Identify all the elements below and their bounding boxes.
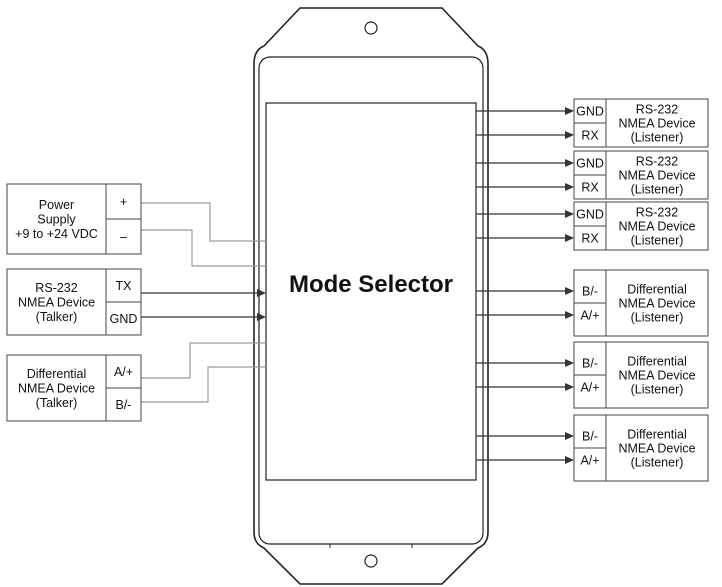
device-label-line: NMEA Device (618, 220, 695, 234)
device-label-line: (Listener) (631, 383, 684, 397)
arrow-icon (565, 131, 574, 139)
terminal-label: B/- (116, 398, 132, 412)
device-label-line: (Listener) (631, 183, 684, 197)
enclosure-inner (258, 56, 484, 545)
mounting-hole-bottom (364, 554, 378, 568)
mounting-hole-top (364, 21, 378, 35)
arrow-icon (565, 383, 574, 391)
terminal-label: + (120, 195, 127, 209)
arrow-icon (565, 107, 574, 115)
arrow-icon (565, 234, 574, 242)
arrow-tx-icon (257, 289, 266, 297)
device-label-line: Supply (37, 213, 76, 227)
terminal-label: TX (116, 279, 133, 293)
terminal-label: A/+ (580, 454, 599, 468)
arrow-icon (565, 183, 574, 191)
device-label-line: NMEA Device (618, 369, 695, 383)
terminal-label: GND (576, 105, 604, 119)
arrow-icon (565, 210, 574, 218)
arrow-icon (565, 159, 574, 167)
terminal-label: B/- (582, 357, 598, 371)
wire-power-minus (141, 229, 266, 267)
terminal-label: A/+ (114, 365, 133, 379)
device-label-line: (Listener) (631, 234, 684, 248)
wire-diff-a (141, 342, 266, 379)
device-label-line: NMEA Device (18, 382, 95, 396)
arrow-icon (565, 311, 574, 319)
device-label-line: RS-232 (636, 206, 678, 220)
mode-selector-title: Mode Selector (289, 271, 453, 298)
arrow-gnd-icon (257, 313, 266, 321)
device-label-line: (Listener) (631, 311, 684, 325)
device-label-line: RS-232 (35, 281, 77, 295)
arrow-icon (565, 287, 574, 295)
device-label-line: (Listener) (631, 456, 684, 470)
device-label-line: NMEA Device (618, 117, 695, 131)
arrow-icon (565, 359, 574, 367)
device-label-line: NMEA Device (18, 296, 95, 310)
wire-power-plus (141, 202, 266, 242)
terminal-label: B/- (582, 430, 598, 444)
device-label-line: Power (39, 198, 74, 212)
terminal-label: GND (576, 208, 604, 222)
arrow-icon (565, 456, 574, 464)
device-label-line: NMEA Device (618, 297, 695, 311)
terminal-label: RX (581, 129, 599, 143)
left-signal-wiring (141, 292, 258, 318)
device-label-line: +9 to +24 VDC (15, 227, 98, 241)
terminal-label: GND (110, 312, 138, 326)
device-label-line: Differential (627, 283, 687, 297)
device-label-line: RS-232 (636, 155, 678, 169)
device-label-line: Differential (627, 428, 687, 442)
device-label-line: Differential (627, 355, 687, 369)
device-label-line: (Talker) (36, 396, 78, 410)
terminal-label: A/+ (580, 381, 599, 395)
wire-diff-b (141, 366, 266, 403)
terminal-label: GND (576, 157, 604, 171)
device-label-line: (Talker) (36, 310, 78, 324)
terminal-label: B/- (582, 285, 598, 299)
terminal-label: RX (581, 181, 599, 195)
arrow-icon (565, 432, 574, 440)
device-label-line: NMEA Device (618, 169, 695, 183)
device-label-line: (Listener) (631, 131, 684, 145)
enclosure-outline (253, 7, 489, 585)
mode-selector-panel (265, 102, 477, 481)
device-label-line: Differential (27, 367, 87, 381)
device-label-line: NMEA Device (618, 442, 695, 456)
left-wiring (141, 202, 266, 403)
terminal-label: – (120, 230, 127, 244)
terminal-label: RX (581, 232, 599, 246)
device-label-line: RS-232 (636, 103, 678, 117)
terminal-label: A/+ (580, 309, 599, 323)
